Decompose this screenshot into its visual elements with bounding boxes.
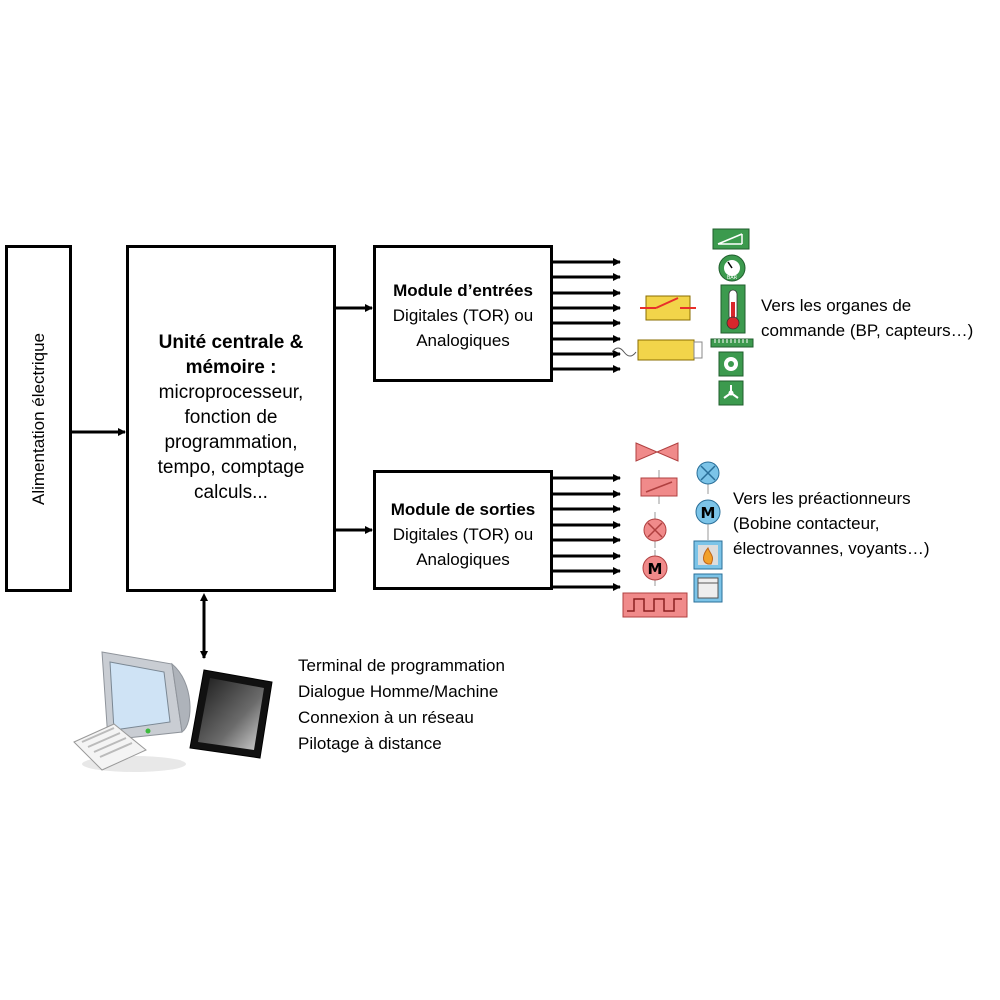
terminal-line: Pilotage à distance <box>298 734 442 753</box>
input-target-description: Vers les organes de commande (BP, capteu… <box>761 293 973 343</box>
cpu-line: calculs... <box>194 482 268 503</box>
flow-sensor-icon <box>718 351 744 377</box>
thermometer-icon <box>720 284 746 334</box>
cpu-line: fonction de <box>184 407 278 428</box>
push-button-switch-icon <box>640 295 696 321</box>
output-target-line-1: Vers les préactionneurs <box>733 489 911 508</box>
input-module-block: Module d’entrées Digitales (TOR) ou Anal… <box>373 245 553 382</box>
svg-text:M: M <box>701 504 716 522</box>
pressure-gauge-text: BAR <box>727 275 738 281</box>
cpu-line: microprocesseur, <box>158 382 304 403</box>
output-channel-arrows <box>553 474 621 591</box>
terminal-description: Terminal de programmation Dialogue Homme… <box>298 653 505 757</box>
terminal-line: Terminal de programmation <box>298 656 505 675</box>
input-channel-arrows <box>553 258 621 373</box>
input-module-line-1: Digitales (TOR) ou <box>392 306 534 325</box>
fan-icon <box>718 380 744 406</box>
indicator-lamp-blue-icon <box>696 461 720 494</box>
relay-coil-icon <box>640 470 678 504</box>
proximity-sensor-icon <box>612 339 703 361</box>
ruler-icon <box>710 338 754 348</box>
cpu-line: tempo, comptage <box>157 457 305 478</box>
output-target-line-3: électrovannes, voyants…) <box>733 539 930 558</box>
cpu-title-1: Unité centrale & <box>158 332 304 353</box>
cpu-title-2: mémoire : <box>185 357 277 378</box>
output-module-line-1: Digitales (TOR) ou <box>392 525 534 544</box>
output-target-description: Vers les préactionneurs (Bobine contacte… <box>733 486 930 561</box>
level-sensor-icon <box>712 228 750 250</box>
output-module-block: Module de sorties Digitales (TOR) ou Ana… <box>373 470 553 590</box>
motor-blue-icon: M <box>695 499 721 540</box>
heater-icon <box>693 540 723 570</box>
svg-text:M: M <box>648 560 663 578</box>
output-module-line-2: Analogiques <box>416 550 510 569</box>
power-supply-label: Alimentation électrique <box>28 332 48 505</box>
computer-icon <box>73 651 191 772</box>
tablet-icon <box>189 669 273 759</box>
solenoid-valve-icon <box>635 442 679 462</box>
pulse-signal-icon <box>622 592 688 618</box>
output-module-title: Module de sorties <box>390 500 536 519</box>
cpu-line: programmation, <box>164 432 298 453</box>
input-target-line-1: Vers les organes de <box>761 296 912 315</box>
display-panel-icon <box>693 573 723 603</box>
input-module-line-2: Analogiques <box>416 331 510 350</box>
indicator-lamp-icon <box>643 512 667 548</box>
output-target-line-2: (Bobine contacteur, <box>733 514 880 533</box>
terminal-line: Connexion à un réseau <box>298 708 474 727</box>
power-supply-block: Alimentation électrique <box>5 245 72 592</box>
motor-icon: M <box>642 550 668 586</box>
input-target-line-2: commande (BP, capteurs…) <box>761 321 974 340</box>
input-module-title: Module d’entrées <box>393 281 533 300</box>
pressure-gauge-icon: BAR <box>718 254 746 282</box>
cpu-memory-block: Unité centrale & mémoire : microprocesse… <box>126 245 336 592</box>
terminal-line: Dialogue Homme/Machine <box>298 682 499 701</box>
